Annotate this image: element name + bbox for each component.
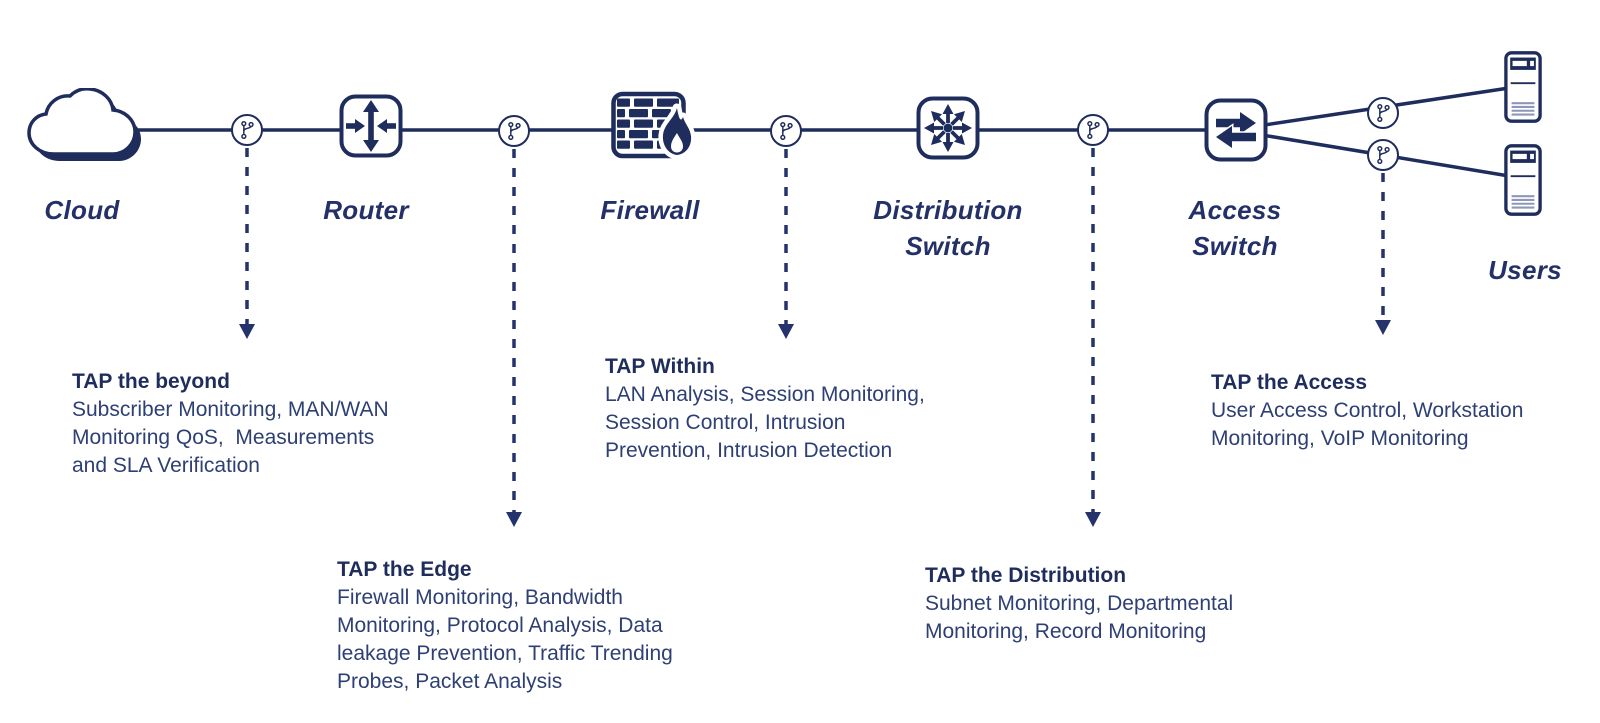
tap-note-access: TAP the Access User Access Control, Work… [1211,369,1523,453]
tap-point-icon [1077,114,1109,146]
tap-note-edge: TAP the Edge Firewall Monitoring, Bandwi… [337,556,673,696]
tap-point-icon [1367,97,1399,129]
router-label: Router [323,195,409,225]
cloud-icon [24,87,146,177]
tap-note-distribution: TAP the Distribution Subnet Monitoring, … [925,562,1233,646]
firewall-icon [610,88,702,171]
tap-point-icon [498,115,530,147]
tap-note-description: Subscriber Monitoring, MAN/WAN Monitorin… [72,398,389,477]
tap-note-within: TAP Within LAN Analysis, Session Monitor… [605,353,925,465]
tap-point-icon [1367,139,1399,171]
tap-note-description: LAN Analysis, Session Monitoring, Sessio… [605,383,925,462]
users-label: Users [1488,255,1562,285]
tap-note-description: User Access Control, Workstation Monitor… [1211,399,1524,450]
firewall-label: Firewall [600,195,700,225]
tap-note-title: TAP the Edge [337,558,472,581]
workstation-icon [1504,143,1542,222]
cloud-label: Cloud [44,195,120,225]
access-switch-icon [1204,98,1268,167]
distribution-switch-label: Distribution Switch [873,195,1023,261]
tap-note-description: Subnet Monitoring, Departmental Monitori… [925,592,1234,643]
tap-point-icon [231,114,263,146]
tap-note-title: TAP the Distribution [925,564,1127,587]
arrow-down-icon [239,320,1391,527]
tap-point-icon [770,115,802,147]
tap-note-description: Firewall Monitoring, Bandwidth Monitorin… [337,586,673,693]
router-icon [339,94,403,163]
access-switch-label: Access Switch [1188,195,1282,261]
tap-note-beyond: TAP the beyond Subscriber Monitoring, MA… [72,368,389,480]
tap-note-title: TAP Within [605,355,715,378]
tap-note-title: TAP the Access [1211,371,1368,394]
workstation-icon [1504,50,1542,129]
tap-note-title: TAP the beyond [72,370,230,393]
distribution-switch-icon [916,96,980,165]
